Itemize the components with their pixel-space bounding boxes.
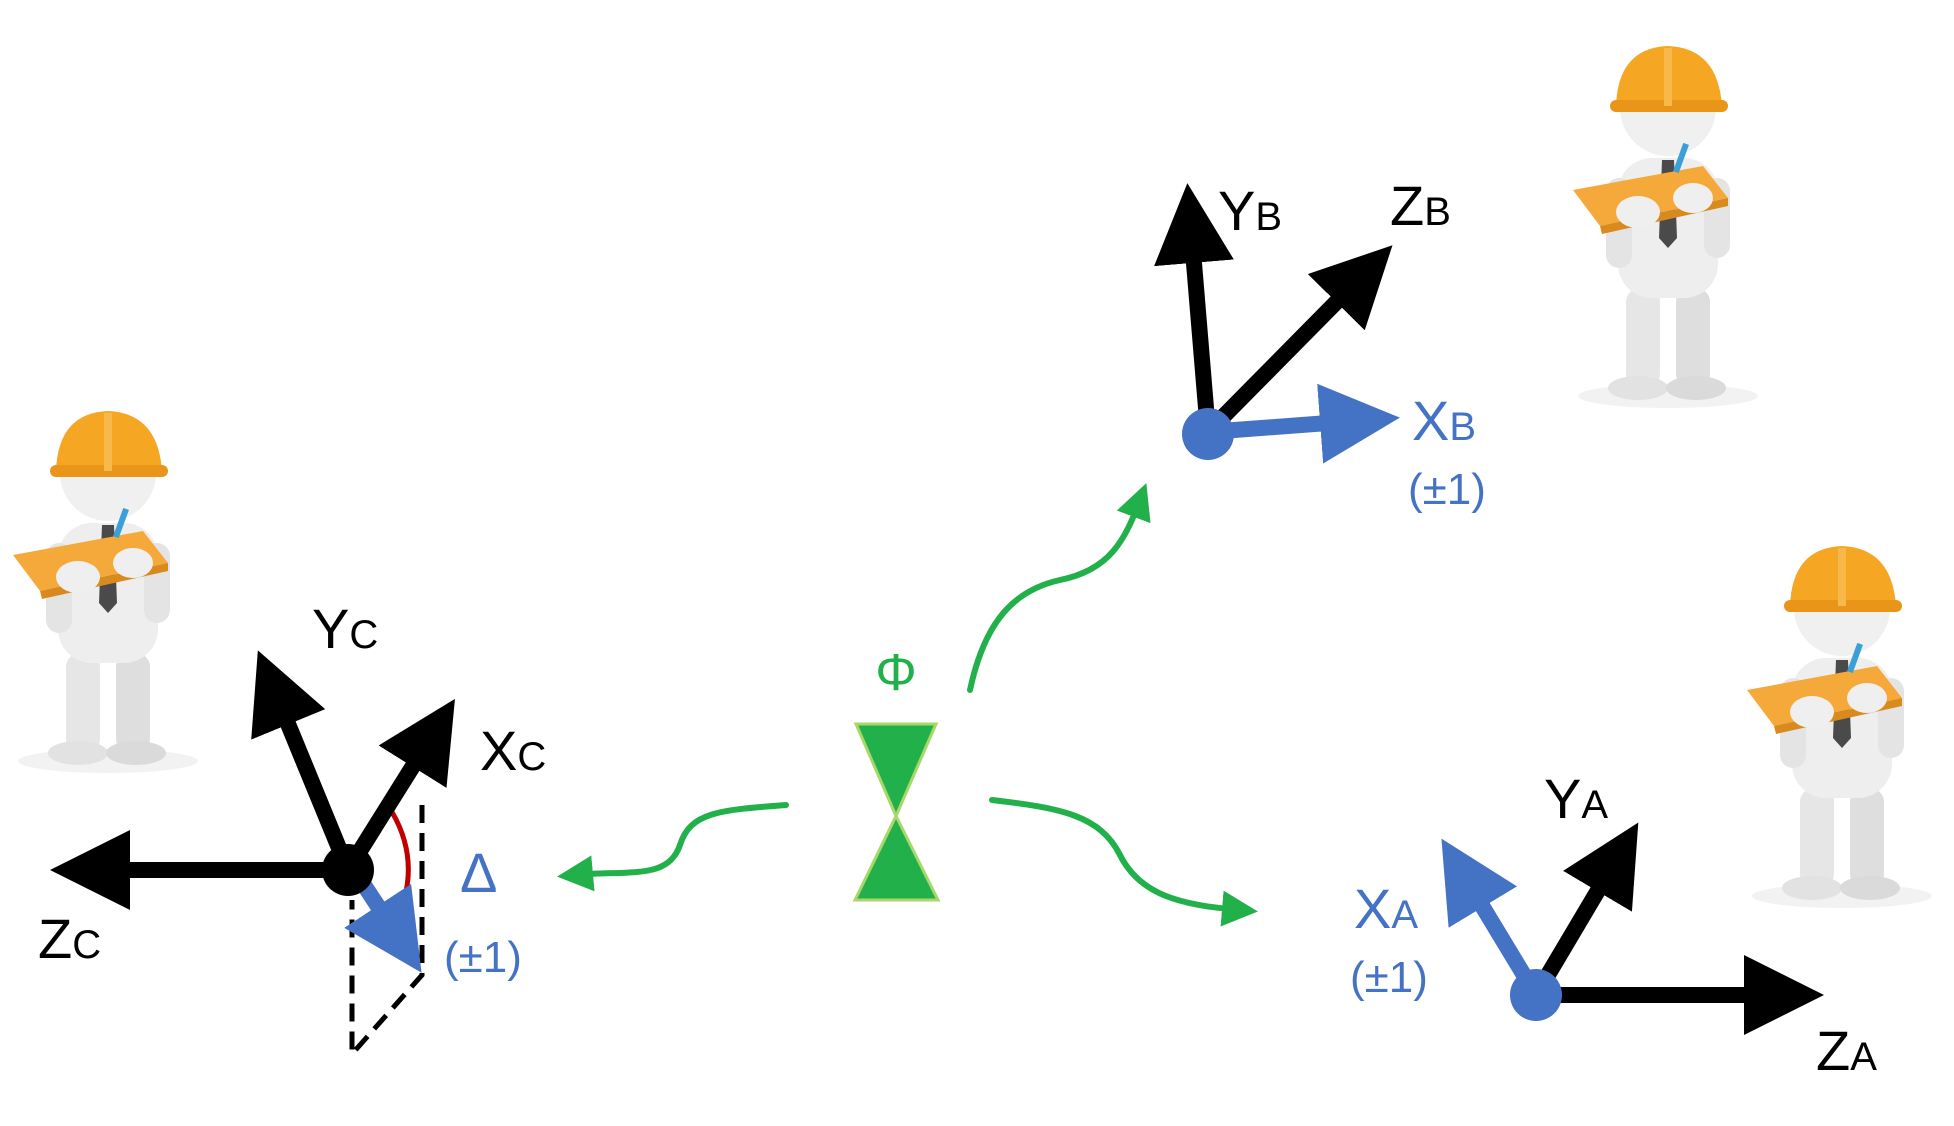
frame-c-y-axis: [251, 650, 356, 874]
worker-a-icon: [1747, 546, 1932, 908]
frame-c-dashed-guide: [349, 805, 425, 1061]
frame-c: [50, 650, 455, 1061]
frame-a-z-label: ZA: [1816, 1019, 1877, 1082]
worker-c-icon: [13, 411, 198, 773]
frame-a-y-axis: [1529, 822, 1639, 1000]
emission-arrow-to-a: [989, 797, 1258, 927]
frame-b: [1154, 183, 1400, 464]
emission-arrow-to-b: [967, 483, 1151, 693]
frame-a-outcome: (±1): [1350, 953, 1428, 1002]
frame-b-origin: [1182, 408, 1234, 460]
emission-arrow-to-c: [557, 802, 789, 892]
frame-a-y-label: YA: [1544, 767, 1608, 830]
frame-b-measured-axis: [1207, 383, 1400, 464]
frame-c-outcome: (±1): [444, 933, 522, 982]
frame-b-outcome: (±1): [1408, 465, 1486, 514]
frame-a-x-label: XA: [1354, 877, 1418, 940]
source-symbol: Φ: [875, 644, 917, 702]
frame-c-x-axis: [341, 698, 455, 875]
worker-b-icon: [1573, 46, 1758, 408]
frame-c-z-label: ZC: [38, 907, 101, 970]
frame-c-y-label: YC: [312, 597, 378, 660]
frame-a: [1441, 822, 1824, 1035]
frame-c-origin: [322, 844, 374, 896]
frame-a-origin: [1510, 969, 1562, 1021]
frame-c-x-label: XC: [480, 719, 546, 782]
frame-c-angle-symbol: Δ: [460, 841, 497, 904]
frame-b-y-axis: [1154, 183, 1234, 433]
frame-c-measured-axis: [344, 877, 422, 973]
frame-c-angle-arc: [389, 810, 411, 913]
frame-b-z-label: ZB: [1390, 174, 1451, 237]
frame-b-x-label: XB: [1412, 389, 1476, 452]
hourglass-source-icon: [852, 722, 941, 902]
frame-b-z-axis: [1202, 245, 1393, 438]
emission-arrows: [557, 483, 1258, 927]
frame-b-y-label: YB: [1218, 179, 1282, 242]
